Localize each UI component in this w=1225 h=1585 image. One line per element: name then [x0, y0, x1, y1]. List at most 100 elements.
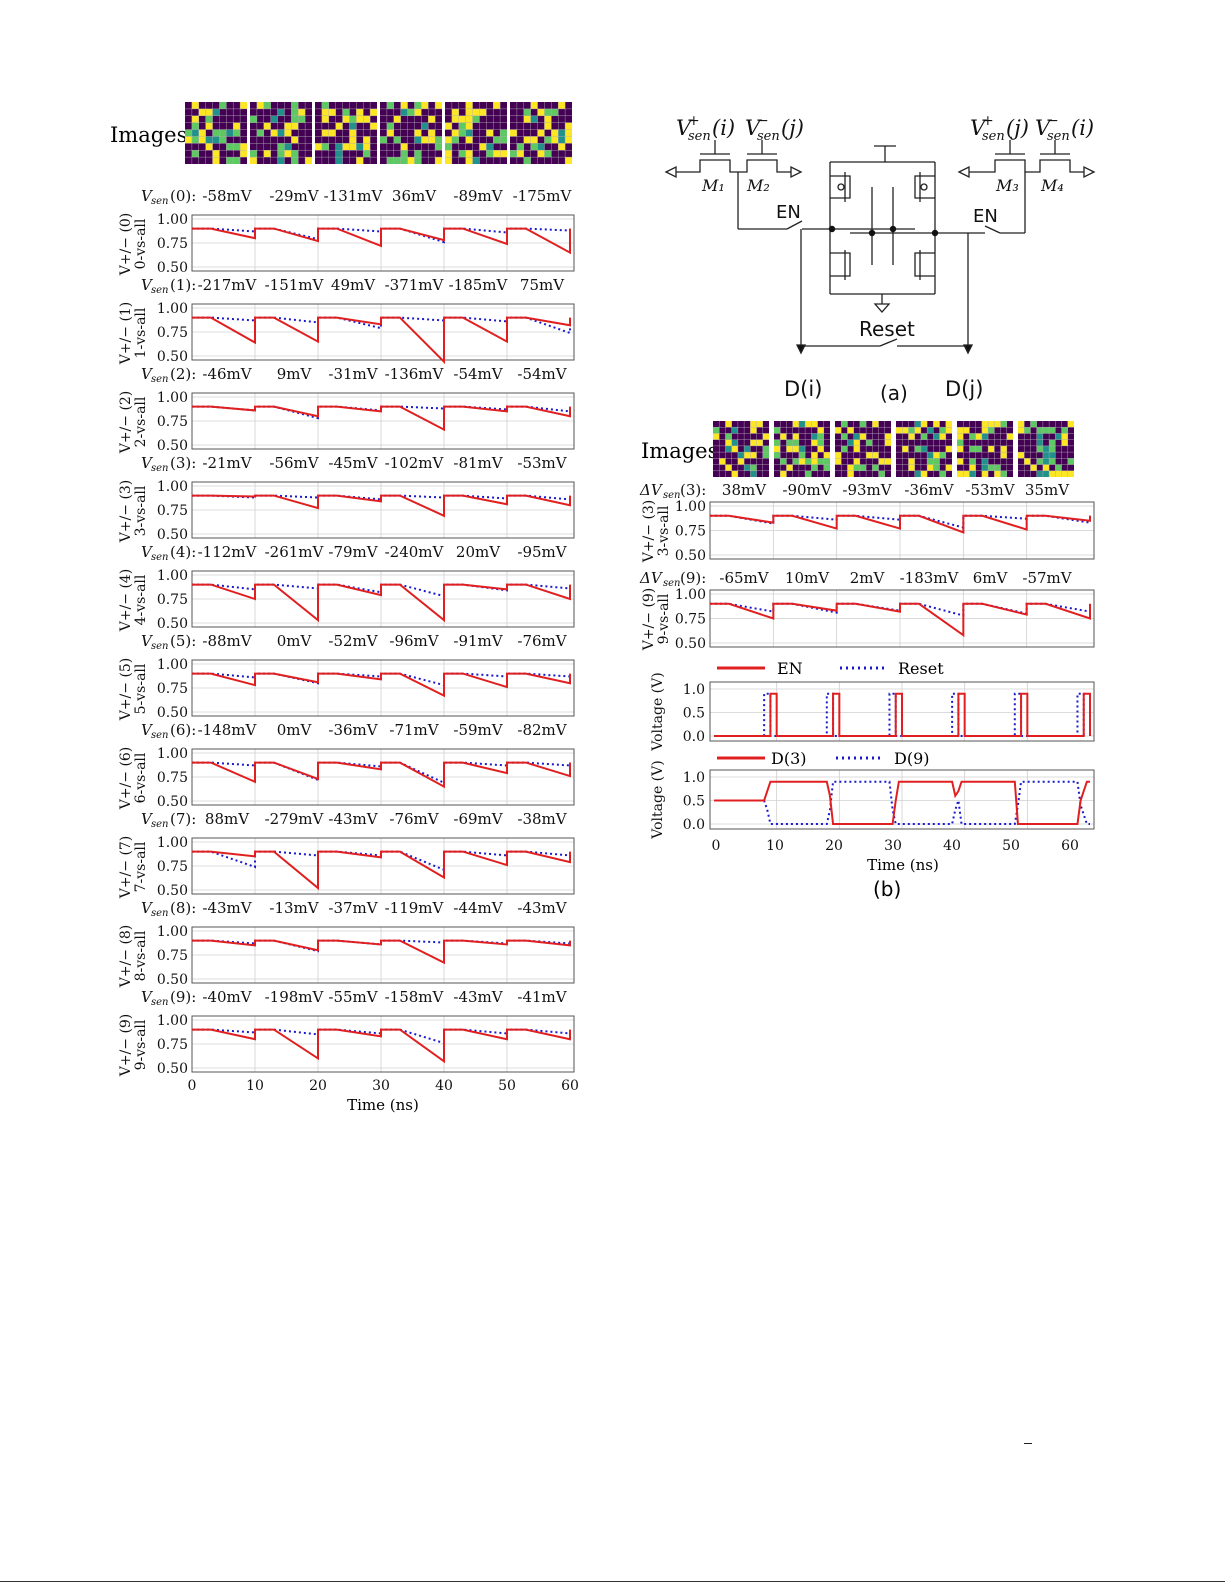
left-plot-0-ytick: 0.50 [157, 260, 188, 276]
digit-pixel [191, 136, 199, 144]
digit-pixel [884, 458, 891, 465]
left-plot-0-frame [191, 214, 575, 272]
left-ylabel-7-line1: V+/− (7) [118, 836, 134, 900]
digit-pixel [212, 108, 220, 116]
left-ylabel-3-line2: 3-vs-all [133, 485, 149, 536]
digit-pixel [465, 157, 473, 164]
plot-en-ytick: 1.0 [683, 682, 705, 698]
vsen-row-label-idx: (3): [170, 454, 196, 472]
left-digit-1 [250, 102, 312, 164]
vsen-row-label-idx: (5): [170, 632, 196, 650]
right-plot-3-red-series [710, 514, 1091, 534]
digit-pixel [1042, 427, 1050, 434]
plot-d-ytick: 0.0 [683, 817, 705, 833]
svg-text:(i): (i) [1071, 116, 1094, 140]
digit-pixel [205, 108, 213, 116]
digit-pixel [1036, 458, 1043, 465]
digit-pixel [1049, 458, 1056, 465]
vsen-value: -95mV [517, 543, 567, 561]
right-ylabel-3: V+/− (3)3-vs-all [641, 500, 672, 564]
digit-pixel [859, 433, 867, 440]
digit-pixel [386, 157, 394, 164]
digit-pixel [335, 150, 343, 158]
digit-pixel [835, 427, 842, 434]
right-ylabel-9: V+/− (9)9-vs-all [641, 588, 672, 652]
digit-pixel [780, 470, 787, 477]
digit-pixel [414, 157, 422, 164]
digit-pixel [1006, 433, 1013, 440]
digit-pixel [939, 427, 946, 434]
digit-pixel [537, 150, 545, 158]
left-ylabel-3: V+/− (3)3-vs-all [118, 480, 149, 544]
digit-pixel [847, 427, 854, 434]
left-plot-2-ytick: 1.00 [157, 390, 188, 406]
vsen-value: -37mV [328, 899, 378, 917]
digit-pixel [902, 445, 909, 453]
digit-pixel [544, 150, 552, 158]
right-digit-3 [896, 421, 952, 477]
left-plot-1-axes: 1.000.750.50 [157, 301, 575, 365]
vsen-value: -261mV [265, 543, 325, 561]
digit-pixel [884, 433, 891, 440]
digit-pixel [725, 445, 732, 453]
digit-pixel [981, 458, 989, 465]
vsen-value: -175mV [513, 187, 573, 205]
left-ylabel-4-line2: 4-vs-all [133, 574, 149, 625]
digit-pixel [811, 464, 818, 471]
digit-pixel [1049, 439, 1056, 446]
vsen-row-label-sub: sen [151, 730, 169, 741]
digit-pixel [847, 470, 854, 477]
digit-pixel [486, 143, 494, 151]
digit-pixel [277, 143, 285, 151]
left-plot-6-red-series [192, 761, 571, 789]
vsen-row-label: V [141, 632, 154, 650]
digit-pixel [939, 452, 946, 459]
vsen-value: -56mV [269, 454, 319, 472]
digit-pixel [750, 439, 757, 446]
digit-pixel [226, 157, 234, 164]
vsen-value: 75mV [520, 276, 565, 294]
left-plot-3-frame [191, 481, 575, 539]
left-xlabel: Time (ns) [347, 1096, 419, 1114]
digit-pixel [212, 150, 220, 158]
digit-pixel [198, 129, 206, 137]
digit-pixel [945, 464, 952, 471]
digit-pixel [191, 102, 199, 109]
digit-pixel [713, 433, 720, 440]
left-plot-8-frame [191, 926, 575, 984]
digit-pixel [516, 143, 524, 151]
dvsen-value: -36mV [904, 481, 954, 499]
digit-pixel [811, 421, 818, 428]
digit-pixel [866, 452, 873, 459]
vsen-value: -102mV [385, 454, 445, 472]
digit-pixel [407, 108, 415, 116]
vsen-value: -45mV [328, 454, 378, 472]
digit-pixel [908, 427, 915, 434]
digit-pixel [811, 458, 818, 465]
vsen-value: -119mV [385, 899, 445, 917]
digit-pixel [902, 427, 909, 434]
circuit-m2: M₂ [746, 176, 770, 195]
vsen-row-label: V [141, 454, 154, 472]
digit-pixel [445, 143, 452, 151]
dvsen-row-label-sub: sen [663, 578, 681, 589]
vsen-row-label-idx: (7): [170, 810, 196, 828]
vsen-value: -53mV [517, 454, 567, 472]
digit-pixel [191, 129, 199, 137]
digit-pixel [291, 115, 299, 123]
digit-pixel [212, 157, 220, 164]
digit-pixel [400, 150, 408, 158]
dvsen-row-label-sub: sen [663, 490, 681, 501]
digit-pixel [914, 427, 921, 434]
digit-pixel [792, 445, 799, 453]
left-ylabel-7-line2: 7-vs-all [133, 841, 149, 892]
legend-reset-label: Reset [898, 659, 944, 678]
left-plot-3-ytick: 0.50 [157, 527, 188, 543]
digit-pixel [458, 115, 466, 123]
right-images-label: Images [641, 439, 718, 463]
digit-pixel [957, 439, 964, 446]
digit-pixel [428, 115, 436, 123]
